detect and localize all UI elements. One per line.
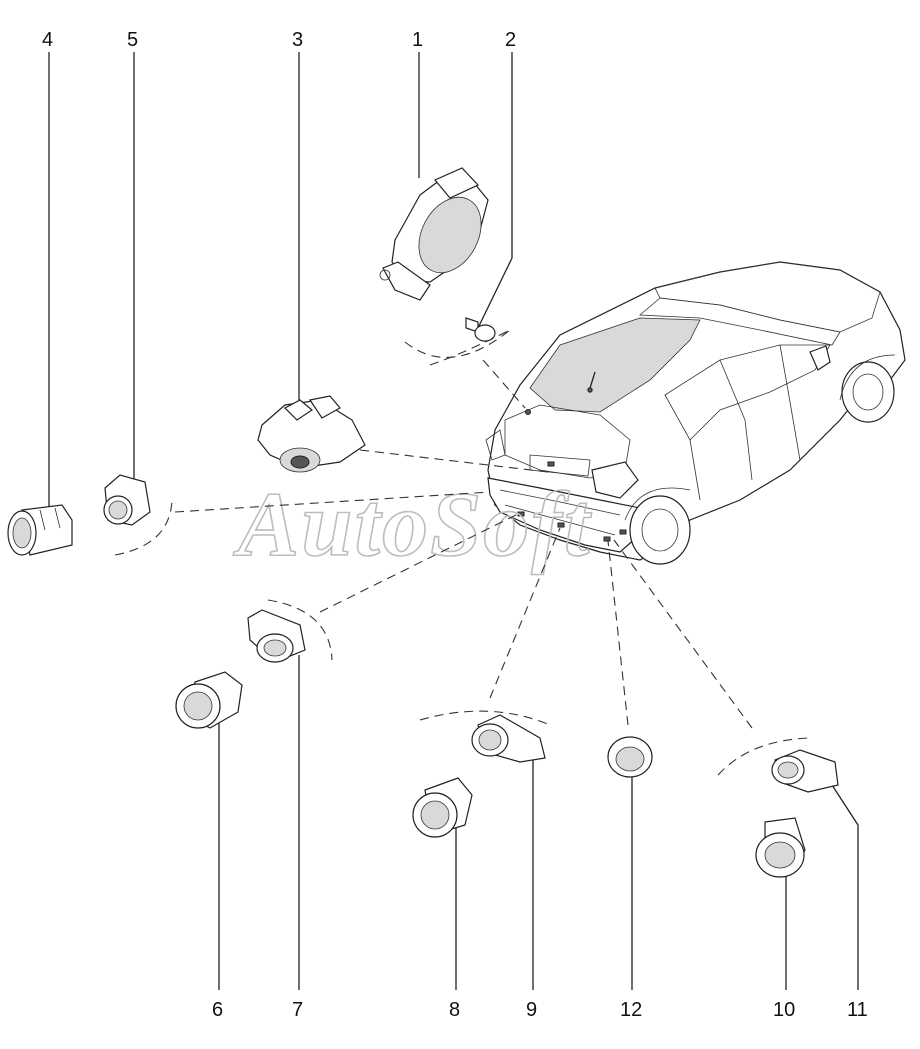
- parking-sensor-part-5: [103, 474, 151, 526]
- callout-8: 8: [449, 999, 460, 1021]
- callout-9: 9: [526, 999, 537, 1021]
- callout-11: 11: [847, 999, 868, 1021]
- parking-sensor-part-9: [471, 714, 546, 763]
- sensor-bezel-part-6: [175, 671, 243, 729]
- callout-labels: 1 2 3 4 5 6 7 8 9 10 11 12: [42, 29, 868, 1021]
- rear-camera-part: [257, 395, 366, 473]
- watermark-text: AutoSoft: [233, 473, 592, 575]
- alarm-siren-part: [379, 167, 489, 301]
- callout-7: 7: [292, 999, 303, 1021]
- sensor-bezel-part-10: [755, 817, 806, 878]
- sensor-ring-part-12: [607, 736, 653, 778]
- leader-lines: [48, 52, 859, 990]
- callout-10: 10: [773, 999, 795, 1021]
- sensor-bezel-part-8: [412, 777, 473, 838]
- callout-4: 4: [42, 29, 53, 51]
- parking-sensor-part-11: [771, 749, 839, 793]
- fastener-clip-part: [465, 317, 496, 342]
- install-lines: [114, 329, 811, 776]
- callout-12: 12: [620, 999, 642, 1021]
- parking-sensor-part-7: [247, 609, 306, 663]
- callout-2: 2: [505, 29, 516, 51]
- callout-3: 3: [292, 29, 303, 51]
- callout-5: 5: [127, 29, 138, 51]
- callout-1: 1: [412, 29, 423, 51]
- car-illustration: [485, 261, 906, 565]
- callout-6: 6: [212, 999, 223, 1021]
- sensor-bezel-part-4: [7, 504, 73, 556]
